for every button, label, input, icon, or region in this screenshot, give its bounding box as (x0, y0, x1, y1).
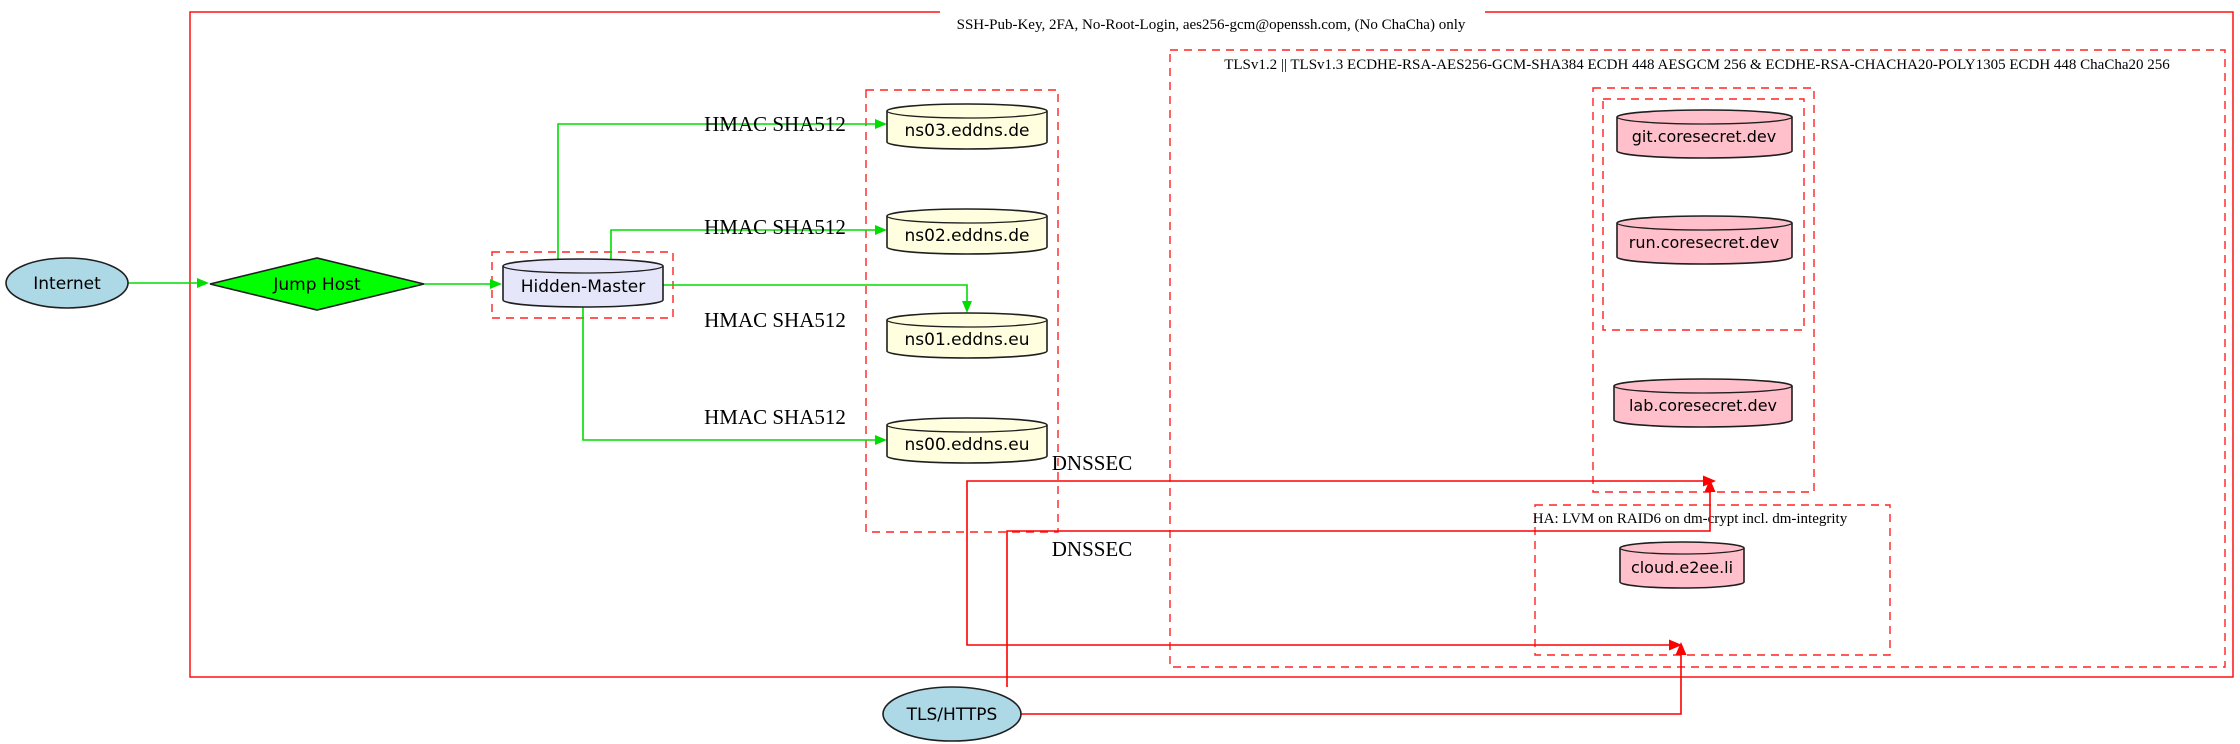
node-internet-label: Internet (33, 274, 101, 294)
node-git-label: git.coresecret.dev (1632, 127, 1777, 146)
node-run (1616, 215, 1793, 265)
node-run-label: run.coresecret.dev (1629, 233, 1779, 252)
gitrun-cluster-box (1602, 98, 1805, 331)
ns-cluster-box (865, 89, 1059, 533)
node-ns01-rim (886, 319, 1048, 328)
ssh-cluster-box (189, 11, 2234, 678)
arrowhead-hiddenmaster-ns01 (962, 301, 972, 313)
arrowhead-jumphost-hiddenmaster (490, 279, 502, 289)
ha-cluster-label: HA: LVM on RAID6 on dm-crypt incl. dm-in… (1533, 511, 1848, 527)
node-lab (1613, 378, 1793, 428)
arrowhead-hiddenmaster-ns00 (875, 435, 887, 445)
node-hidden-master-label: Hidden-Master (521, 277, 646, 297)
arrowhead-hiddenmaster-ns03 (875, 119, 887, 129)
node-jump-host (209, 257, 425, 311)
edge-hiddenmaster-ns00 (582, 300, 875, 441)
arrowhead-ns-ha (1669, 639, 1682, 651)
node-run-rim (1616, 222, 1793, 231)
edge-hiddenmaster-ns02 (610, 229, 875, 260)
node-tls-https-label: TLS/HTTPS (906, 705, 998, 725)
node-cloud-label: cloud.e2ee.li (1631, 558, 1733, 577)
node-jump-host-label: Jump Host (272, 275, 361, 295)
arrowhead-tlshttps-coresecret (1704, 479, 1716, 492)
node-git (1616, 109, 1793, 159)
node-ns01-label: ns01.eddns.eu (905, 330, 1030, 350)
edge-hiddenmaster-ns03 (557, 123, 875, 260)
node-ns02-rim (886, 215, 1048, 224)
ssh-label-backing (940, 11, 1485, 35)
ssh-cluster-label: SSH-Pub-Key, 2FA, No-Root-Login, aes256-… (957, 17, 1466, 33)
node-ns03 (886, 103, 1048, 150)
edge-ns-ha (966, 532, 1669, 646)
node-ns00 (886, 417, 1048, 464)
node-lab-rim (1613, 385, 1793, 394)
node-cloud-rim (1619, 547, 1745, 555)
edge-label-dnssec-2: DNSSEC (1052, 537, 1133, 561)
edge-tlshttps-coresecret (1006, 492, 1711, 687)
node-ns02-label: ns02.eddns.de (905, 226, 1030, 246)
node-hidden-master (502, 258, 664, 308)
node-ns01 (886, 312, 1048, 359)
arrowhead-tlshttps-ha (1675, 642, 1687, 655)
arrowhead-internet-jumphost (197, 278, 209, 288)
node-hidden-master-rim (502, 265, 664, 274)
edge-label-dnssec-1: DNSSEC (1052, 451, 1133, 475)
arrowhead-hiddenmaster-ns02 (875, 225, 887, 235)
tls-cluster-label: TLSv1.2 || TLSv1.3 ECDHE-RSA-AES256-GCM-… (1224, 57, 2170, 73)
coresecret-cluster-box (1592, 87, 1815, 493)
node-ns03-rim (886, 110, 1048, 119)
node-ns00-rim (886, 424, 1048, 433)
node-lab-label: lab.coresecret.dev (1629, 396, 1777, 415)
node-internet (5, 257, 129, 309)
node-ns02 (886, 208, 1048, 255)
node-tls-https (882, 686, 1022, 742)
edge-hiddenmaster-ns01 (663, 284, 968, 301)
node-git-rim (1616, 116, 1793, 125)
edge-label-hmac-ns02: HMAC SHA512 (704, 215, 846, 239)
edge-ns-coresecret (966, 480, 1703, 532)
tls-cluster-box (1169, 49, 2226, 668)
edge-label-hmac-ns01: HMAC SHA512 (704, 308, 846, 332)
edge-label-hmac-ns00: HMAC SHA512 (704, 405, 846, 429)
node-ns00-label: ns00.eddns.eu (905, 435, 1030, 455)
node-ns03-label: ns03.eddns.de (905, 121, 1030, 141)
edge-label-hmac-ns03: HMAC SHA512 (704, 112, 846, 136)
edge-tlshttps-ha (1020, 655, 1682, 715)
